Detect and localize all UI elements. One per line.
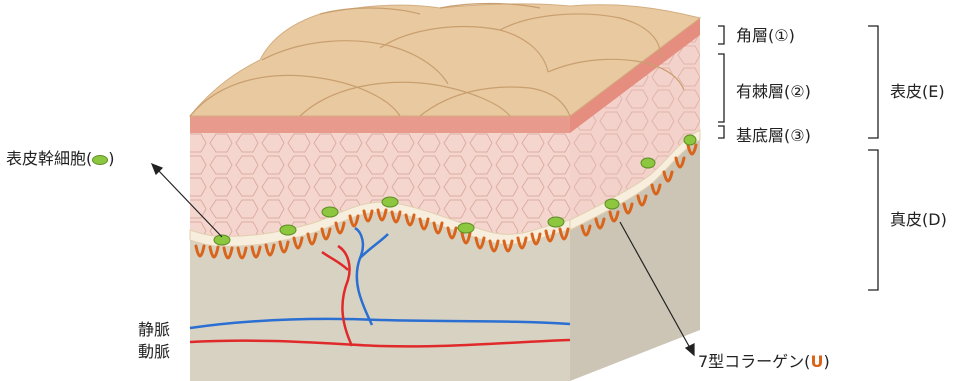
stem-cell-swatch-icon: [92, 155, 108, 165]
label-dermis: 真皮(D): [890, 206, 947, 230]
label-epidermis: 表皮(E): [890, 78, 945, 102]
layer-brackets: [718, 26, 878, 290]
bracket-dermis: [868, 150, 878, 290]
bracket-spinosum: [718, 54, 724, 122]
label-artery: 動脈: [138, 338, 170, 362]
collagen-text: 7型コラーゲン(: [698, 352, 810, 371]
collagen-close: ): [823, 352, 829, 371]
label-collagen-vii: 7型コラーゲン(U): [698, 348, 830, 372]
stratum-corneum-front: [190, 116, 570, 133]
collagen-swatch-icon: U: [810, 352, 823, 371]
label-vein: 静脈: [138, 316, 170, 340]
label-stratum-corneum: 角層(①): [736, 22, 795, 46]
label-stem-cell: 表皮幹細胞(): [6, 145, 115, 169]
bracket-basale: [718, 126, 724, 138]
label-stratum-spinosum: 有棘層(②): [736, 78, 811, 102]
stem-cell-close: ): [108, 149, 114, 168]
bracket-corneum: [718, 26, 724, 44]
front-face: [190, 116, 570, 381]
label-stratum-basale: 基底層(③): [736, 122, 811, 146]
bracket-epidermis: [868, 26, 878, 138]
stem-cell-text: 表皮幹細胞(: [6, 149, 92, 168]
